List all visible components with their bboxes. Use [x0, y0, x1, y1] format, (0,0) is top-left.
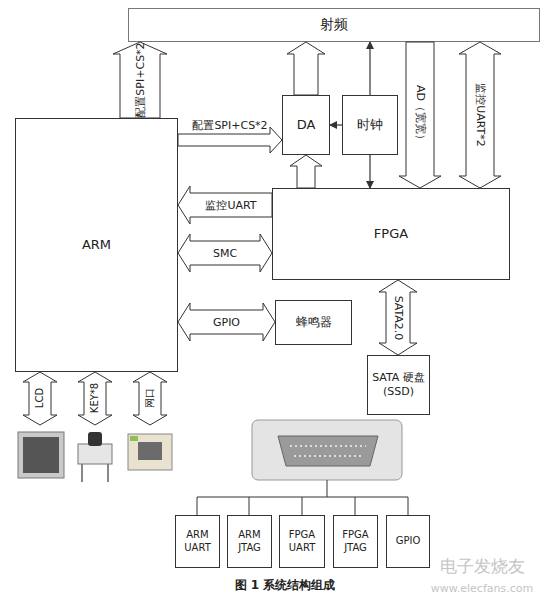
rj45-icon [128, 434, 172, 470]
module-box: ARM UART [175, 515, 220, 568]
module-box: GPIO [386, 515, 430, 568]
bus-arrow [178, 303, 275, 341]
bus-arrow [459, 42, 501, 188]
rj45-port [138, 442, 162, 460]
dsub-connector [252, 420, 402, 480]
fanout-drop [197, 497, 198, 515]
bus-arrow [379, 280, 417, 355]
fanout-trunk [327, 480, 328, 497]
bus-label: AD（宽宽） [415, 85, 426, 145]
node-label: FPGA [374, 226, 408, 242]
connector-face [278, 436, 378, 466]
port-label: LCD [35, 388, 45, 408]
fanout-drop [355, 497, 356, 515]
node-label: FPGA JTAG [334, 529, 377, 554]
bus-arrow [178, 127, 282, 153]
rj45-led [130, 436, 138, 441]
bus-label: 监控UART*2 [475, 83, 486, 147]
net-bus-arrow [133, 372, 167, 425]
module-box: ARM [15, 118, 178, 372]
signal-line [330, 124, 342, 125]
fanout-drop [302, 497, 303, 515]
node-label: GPIO [396, 535, 421, 548]
node-label: 射频 [320, 16, 348, 34]
key-bus-arrow [78, 372, 112, 425]
bus-label: GPIO [213, 317, 240, 328]
button-base [78, 444, 112, 464]
debug-fanout [197, 480, 408, 515]
io-arrows [23, 372, 167, 425]
lcd-frame [18, 432, 64, 478]
button-cap [88, 432, 102, 446]
node-label: ARM [82, 237, 111, 253]
connector-pins [294, 455, 362, 457]
bus-arrow [287, 42, 325, 95]
bus-arrow [178, 234, 272, 272]
module-box: FPGA JTAG [333, 515, 378, 568]
module-box: FPGA [272, 188, 510, 280]
lcd-bus-arrow [23, 372, 57, 425]
box-content: ARM JTAG [228, 529, 271, 554]
box-content: 时钟 [357, 117, 383, 133]
bus-label: SMC [213, 248, 237, 259]
module-box: 蜂鸣器 [275, 300, 352, 345]
figure-caption: 图 1 系统结构组成 [235, 579, 336, 591]
module-box: SATA 硬盘 (SSD) [367, 355, 430, 415]
node-label: ARM JTAG [228, 529, 271, 554]
port-label: 网口 [145, 388, 155, 408]
box-content: 蜂鸣器 [296, 315, 332, 330]
fanout-drop [408, 497, 409, 515]
node-label: SATA 硬盘 (SSD) [368, 371, 429, 399]
connector-shell [252, 420, 402, 480]
bus-arrow [178, 186, 272, 224]
watermark-text: www.elecfans.com [431, 583, 533, 594]
box-content: GPIO [396, 535, 421, 548]
signal-line [369, 42, 370, 95]
button-leg [81, 462, 83, 482]
node-label: 时钟 [357, 117, 383, 133]
module-box: 射频 [128, 8, 540, 42]
button-icon [78, 432, 112, 482]
module-box: FPGA UART [279, 515, 325, 568]
node-label: FPGA UART [280, 529, 324, 554]
module-box: DA [282, 95, 330, 155]
box-content: 射频 [320, 16, 348, 34]
bus-arrow [399, 42, 441, 188]
box-content: ARM UART [176, 529, 219, 554]
node-label: 蜂鸣器 [296, 315, 332, 330]
watermark-text: 电子发烧友 [440, 558, 525, 575]
bus-label: 监控UART [205, 200, 256, 211]
module-box: ARM JTAG [227, 515, 272, 568]
box-content: DA [297, 117, 316, 133]
box-content: SATA 硬盘 (SSD) [368, 371, 429, 399]
bus-label: SATA2.0 [393, 295, 404, 340]
bus-label: 配置SPI+CS*2 [135, 42, 146, 117]
box-content: FPGA JTAG [334, 529, 377, 554]
box-content: ARM [82, 237, 111, 253]
port-label: KEY*8 [90, 383, 100, 413]
box-content: FPGA UART [280, 529, 324, 554]
box-content: FPGA [374, 226, 408, 242]
lcd-screen [23, 437, 59, 473]
bus-arrow [290, 155, 322, 188]
lcd-icon [18, 432, 64, 478]
node-label: DA [297, 117, 316, 133]
node-label: ARM UART [176, 529, 219, 554]
bus-label: 配置SPI+CS*2 [192, 120, 267, 131]
button-leg [107, 462, 109, 482]
signal-line [369, 155, 370, 188]
rj45-body [128, 434, 172, 470]
fanout-drop [249, 497, 250, 515]
connector-pins [290, 445, 366, 447]
module-box: 时钟 [342, 95, 398, 155]
bus-arrow [113, 42, 167, 118]
